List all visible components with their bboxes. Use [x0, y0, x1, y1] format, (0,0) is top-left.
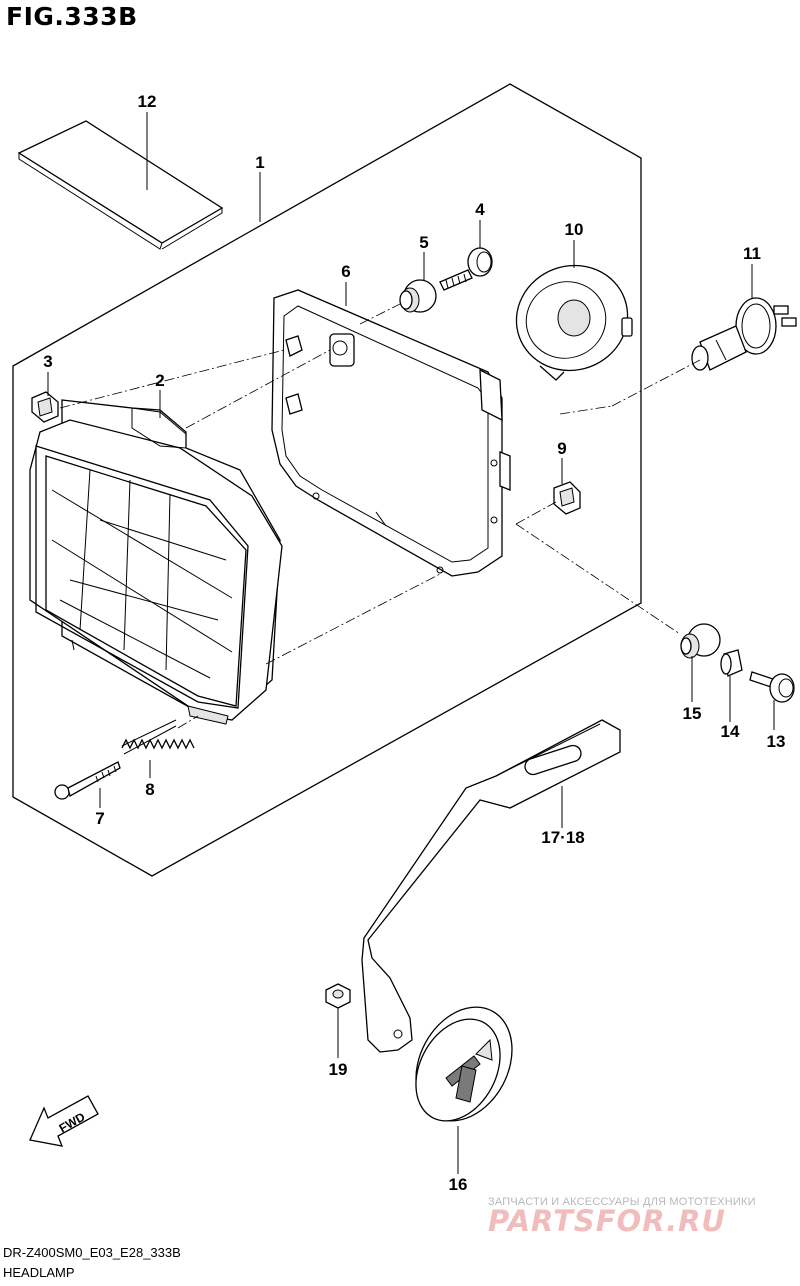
part-14-collar [720, 649, 743, 677]
connection-lines [59, 301, 701, 729]
callout-2: 2 [155, 371, 164, 390]
callout-15: 15 [683, 704, 702, 723]
part-16-reflector [415, 1006, 513, 1122]
part-3-clip-nut [31, 391, 59, 423]
part-10-socket-cover [515, 264, 633, 381]
callout-8: 8 [145, 780, 154, 799]
callout-10: 10 [565, 220, 584, 239]
section-name: HEADLAMP [3, 1265, 75, 1280]
leader-lines [47, 112, 775, 1174]
watermark-logo: PARTSFOR.RU [488, 1204, 726, 1238]
part-12-label-plate [17, 120, 224, 250]
callout-11: 11 [743, 244, 761, 263]
part-7-screw [54, 761, 121, 800]
callout-5: 5 [419, 233, 428, 252]
callout-4: 4 [475, 200, 485, 219]
callout-labels: 12 1 4 5 10 11 6 3 2 9 15 14 13 8 7 17·1… [43, 92, 785, 1194]
callout-19: 19 [329, 1060, 348, 1079]
callout-13: 13 [767, 732, 786, 751]
callout-3: 3 [43, 352, 52, 371]
fwd-arrow-icon: FWD [29, 1095, 99, 1147]
part-9-clip-nut [553, 481, 581, 515]
part-8-spring [121, 719, 195, 755]
part-17-18-bracket [361, 719, 621, 1053]
callout-9: 9 [557, 439, 566, 458]
assembly-outline [12, 83, 642, 877]
part-2-headlamp-unit [29, 399, 283, 725]
callout-6: 6 [341, 262, 350, 281]
part-11-bulb [691, 297, 797, 371]
part-6-frame [271, 289, 511, 577]
model-code: DR-Z400SM0_E03_E28_333B [3, 1245, 181, 1260]
callout-14: 14 [721, 722, 740, 741]
part-13-bolt [749, 671, 795, 703]
part-15-grommet [680, 623, 721, 659]
watermark-subtitle: ЗАПЧАСТИ И АКСЕССУАРЫ ДЛЯ МОТОТЕХНИКИ [488, 1196, 756, 1208]
part-19-nut [325, 983, 351, 1009]
part-5-grommet [399, 279, 437, 313]
callout-7: 7 [95, 809, 104, 828]
callout-1: 1 [255, 153, 264, 172]
figure-title: FIG.333B [6, 2, 138, 31]
part-4-screw [439, 247, 493, 291]
callout-17-18: 17·18 [541, 828, 584, 847]
callout-16: 16 [449, 1175, 468, 1194]
callout-12: 12 [138, 92, 157, 111]
